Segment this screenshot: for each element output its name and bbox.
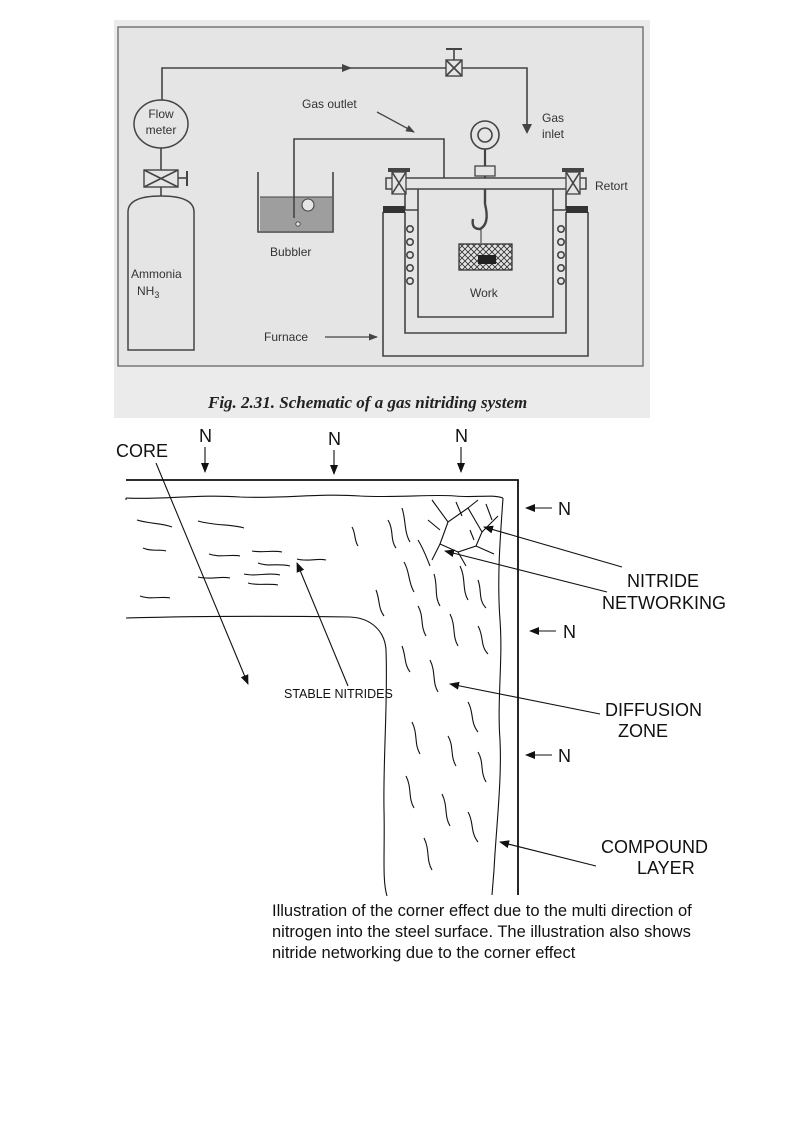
gas-outlet-pipe	[293, 138, 445, 218]
nitrogen-arrow-side-3: N	[525, 746, 571, 766]
ammonia-label-1: Ammonia	[131, 267, 182, 281]
bubbler-container	[257, 172, 334, 233]
nitrogen-label: N	[558, 499, 571, 519]
gas-inlet-arrow	[522, 124, 532, 134]
ammonia-subscript: 3	[154, 290, 159, 300]
nitride-networking-pointer-1	[483, 525, 623, 568]
hanger-eye-inner	[477, 127, 493, 143]
ammonia-formula: NH	[137, 284, 154, 298]
lid-bolt-right	[562, 168, 584, 195]
diffusion-zone-label-2: ZONE	[618, 721, 668, 741]
work-piece-core	[478, 255, 496, 264]
retort-vessel	[417, 189, 554, 318]
stable-nitrides-pointer	[296, 562, 349, 687]
nitrogen-arrow-side-2: N	[529, 622, 576, 642]
bubble-large	[301, 198, 315, 212]
furnace-top-left	[383, 206, 405, 213]
core-label: CORE	[116, 441, 168, 461]
flow-meter-label-1: Flow	[148, 107, 174, 121]
heating-coil-left	[405, 225, 414, 285]
figure-1-frame	[117, 26, 644, 367]
nitrogen-arrow-top-2: N	[328, 429, 341, 475]
furnace-label: Furnace	[264, 330, 308, 344]
retort-label: Retort	[595, 179, 628, 193]
nitrogen-arrows: N N N N N N	[199, 426, 576, 766]
compound-layer-top	[125, 494, 504, 499]
bubbler-liquid	[260, 197, 332, 231]
hanger-nut	[474, 165, 496, 177]
nitrogen-label: N	[199, 426, 212, 446]
ammonia-cylinder	[127, 195, 195, 351]
furnace-top-right	[566, 206, 588, 213]
flow-meter-label-2: meter	[146, 123, 177, 137]
bubble-small	[295, 221, 301, 227]
figure-1-caption: Fig. 2.31. Schematic of a gas nitriding …	[207, 393, 527, 412]
compound-layer-label-2: LAYER	[637, 858, 695, 878]
diffusion-grain-strokes	[375, 507, 489, 871]
nitrogen-arrow-side-1: N	[525, 499, 571, 519]
nitrogen-arrow-top-3: N	[455, 426, 468, 473]
nitrogen-arrow-top-1: N	[199, 426, 212, 473]
top-valve	[445, 48, 463, 77]
top-pipe-arrow	[342, 64, 352, 72]
compound-layer-label-1: COMPOUND	[601, 837, 708, 857]
core-pointer	[155, 462, 249, 685]
corner-effect-figure: N N N N N N CO	[116, 426, 726, 897]
retort-lid	[385, 177, 587, 190]
stable-nitride-strokes	[136, 519, 359, 599]
bubbler-label: Bubbler	[270, 245, 311, 259]
cylinder-valve	[143, 169, 188, 188]
gas-nitriding-figure: Flow meter Ammonia NH3 Bubbler Gas outle…	[114, 20, 650, 418]
heating-coil-right	[556, 225, 565, 285]
furnace-wall	[382, 212, 589, 357]
nitride-networking-pointer-2	[444, 549, 608, 593]
gas-inlet-label-1: Gas	[542, 111, 564, 125]
ammonia-label-2: NH3	[137, 284, 159, 300]
nitride-networking-label-1: NITRIDE	[627, 571, 699, 591]
compound-layer-right	[491, 497, 504, 896]
nitrogen-label: N	[455, 426, 468, 446]
nitrogen-label: N	[328, 429, 341, 449]
stable-nitrides-label: STABLE NITRIDES	[284, 687, 393, 701]
diffusion-zone-pointer	[449, 681, 601, 715]
gas-outlet-label: Gas outlet	[302, 97, 357, 111]
nitrogen-label: N	[558, 746, 571, 766]
figure-2-caption: Illustration of the corner effect due to…	[272, 902, 692, 962]
gas-outlet-pointer	[376, 111, 415, 133]
work-label: Work	[470, 286, 499, 300]
diffusion-zone-boundary	[125, 615, 388, 897]
furnace-inner-wall	[404, 212, 567, 334]
hook-icon	[471, 203, 488, 231]
gas-inlet-label-2: inlet	[542, 127, 565, 141]
nitride-networking-label-2: NETWORKING	[602, 593, 726, 613]
diffusion-zone-label-1: DIFFUSION	[605, 700, 702, 720]
nitrogen-label: N	[563, 622, 576, 642]
steel-surface-outline	[126, 479, 519, 895]
lid-bolt-left	[388, 168, 410, 195]
compound-layer-pointer	[499, 840, 597, 867]
